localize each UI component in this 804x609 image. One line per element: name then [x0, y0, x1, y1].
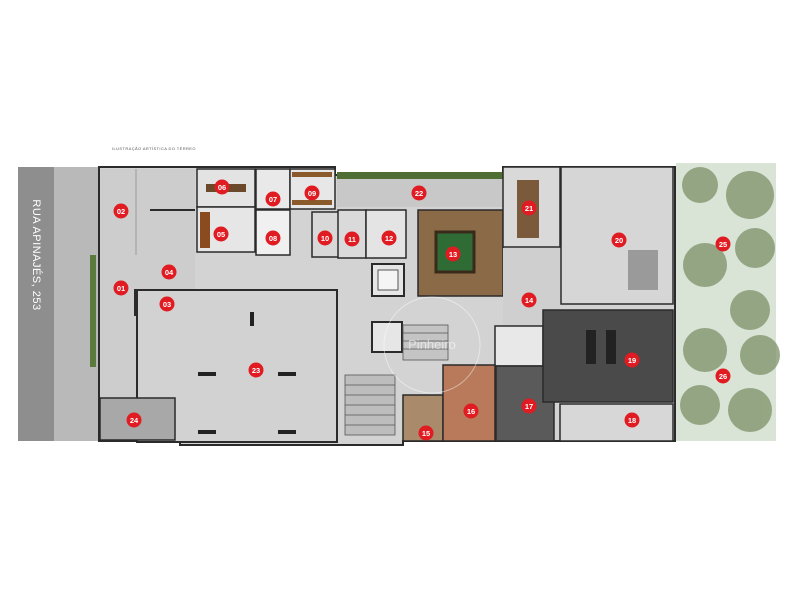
- street-label: RUA APINAJÉS, 253: [30, 199, 43, 310]
- area-marker-number: 09: [308, 189, 316, 198]
- area-marker-circle: [445, 246, 461, 262]
- area-marker-number: 12: [385, 234, 393, 243]
- area-marker-14: 14: [521, 292, 537, 308]
- watermark-text: Pinheiro: [408, 337, 456, 352]
- area-marker-08: 08: [265, 230, 281, 246]
- area-marker-03: 03: [159, 296, 175, 312]
- area-marker-number: 24: [130, 416, 139, 425]
- area-marker-circle: [248, 362, 264, 378]
- elevator-2: [371, 321, 403, 353]
- gym-19: [542, 309, 674, 403]
- area-marker-circle: [304, 185, 320, 201]
- area-marker-20: 20: [611, 232, 627, 248]
- area-marker-22: 22: [411, 185, 427, 201]
- area-marker-number: 11: [348, 235, 356, 244]
- area-marker-number: 03: [163, 300, 171, 309]
- room-11: [337, 209, 367, 259]
- area-marker-circle: [411, 185, 427, 201]
- garden-trees: [680, 167, 780, 432]
- area-marker-number: 06: [218, 183, 226, 192]
- area-marker-number: 21: [525, 204, 533, 213]
- area-marker-circle: [113, 203, 129, 219]
- area-marker-circle: [418, 425, 434, 441]
- area-marker-circle: [624, 412, 640, 428]
- area-marker-21: 21: [521, 200, 537, 216]
- watermark: Pinheiro: [383, 296, 481, 394]
- area-marker-circle: [213, 226, 229, 242]
- area-marker-circle: [317, 230, 333, 246]
- area-marker-circle: [521, 292, 537, 308]
- area-marker-23: 23: [248, 362, 264, 378]
- area-marker-circle: [463, 403, 479, 419]
- area-marker-25: 25: [715, 236, 731, 252]
- area-marker-circle: [214, 179, 230, 195]
- area-marker-circle: [161, 264, 177, 280]
- area-marker-24: 24: [126, 412, 142, 428]
- area-marker-09: 09: [304, 185, 320, 201]
- area-marker-circle: [159, 296, 175, 312]
- area-marker-07: 07: [265, 191, 281, 207]
- area-marker-19: 19: [624, 352, 640, 368]
- area-marker-circle: [344, 231, 360, 247]
- plan-caption: ILUSTRAÇÃO ARTÍSTICA DO TÉRREO: [112, 146, 196, 151]
- stairs: [344, 374, 396, 436]
- area-marker-circle: [624, 352, 640, 368]
- street-strip: [18, 167, 54, 441]
- area-marker-number: 16: [467, 407, 475, 416]
- area-marker-18: 18: [624, 412, 640, 428]
- area-markers: 01 02 03 04 05 06 07 08 09 10 11 12 13 14 15 16 17 18 19 20…: [113, 179, 731, 441]
- area-marker-16: 16: [463, 403, 479, 419]
- area-marker-number: 13: [449, 250, 457, 259]
- area-marker-01: 01: [113, 280, 129, 296]
- area-marker-11: 11: [344, 231, 360, 247]
- room-12: [365, 209, 407, 259]
- area-marker-number: 15: [422, 429, 430, 438]
- area-marker-circle: [521, 200, 537, 216]
- area-marker-number: 05: [217, 230, 225, 239]
- area-marker-number: 23: [252, 366, 260, 375]
- area-marker-number: 04: [165, 268, 174, 277]
- area-marker-number: 08: [269, 234, 277, 243]
- area-marker-26: 26: [715, 368, 731, 384]
- area-marker-number: 10: [321, 234, 329, 243]
- area-marker-number: 14: [525, 296, 534, 305]
- area-marker-number: 20: [615, 236, 623, 245]
- area-marker-circle: [715, 368, 731, 384]
- room-10: [311, 211, 343, 258]
- restroom-block: [494, 325, 544, 367]
- area-marker-circle: [113, 280, 129, 296]
- area-marker-number: 18: [628, 416, 636, 425]
- area-marker-circle: [611, 232, 627, 248]
- area-marker-02: 02: [113, 203, 129, 219]
- area-marker-circle: [521, 398, 537, 414]
- terrace-18: [559, 403, 674, 442]
- area-marker-05: 05: [213, 226, 229, 242]
- area-marker-circle: [381, 230, 397, 246]
- area-marker-number: 17: [525, 402, 533, 411]
- area-marker-circle: [265, 230, 281, 246]
- area-marker-06: 06: [214, 179, 230, 195]
- area-marker-15: 15: [418, 425, 434, 441]
- area-marker-circle: [265, 191, 281, 207]
- area-marker-13: 13: [445, 246, 461, 262]
- area-marker-number: 02: [117, 207, 125, 216]
- area-marker-17: 17: [521, 398, 537, 414]
- stairs-2: [402, 324, 449, 361]
- area-marker-04: 04: [161, 264, 177, 280]
- area-marker-number: 22: [415, 189, 423, 198]
- area-marker-12: 12: [381, 230, 397, 246]
- area-marker-circle: [126, 412, 142, 428]
- area-marker-number: 19: [628, 356, 636, 365]
- sidewalk-planting: [90, 255, 96, 367]
- area-marker-circle: [715, 236, 731, 252]
- area-marker-number: 01: [117, 284, 125, 293]
- area-marker-10: 10: [317, 230, 333, 246]
- area-marker-number: 26: [719, 372, 727, 381]
- room-16: [442, 364, 496, 442]
- area-marker-number: 25: [719, 240, 727, 249]
- area-marker-number: 07: [269, 195, 277, 204]
